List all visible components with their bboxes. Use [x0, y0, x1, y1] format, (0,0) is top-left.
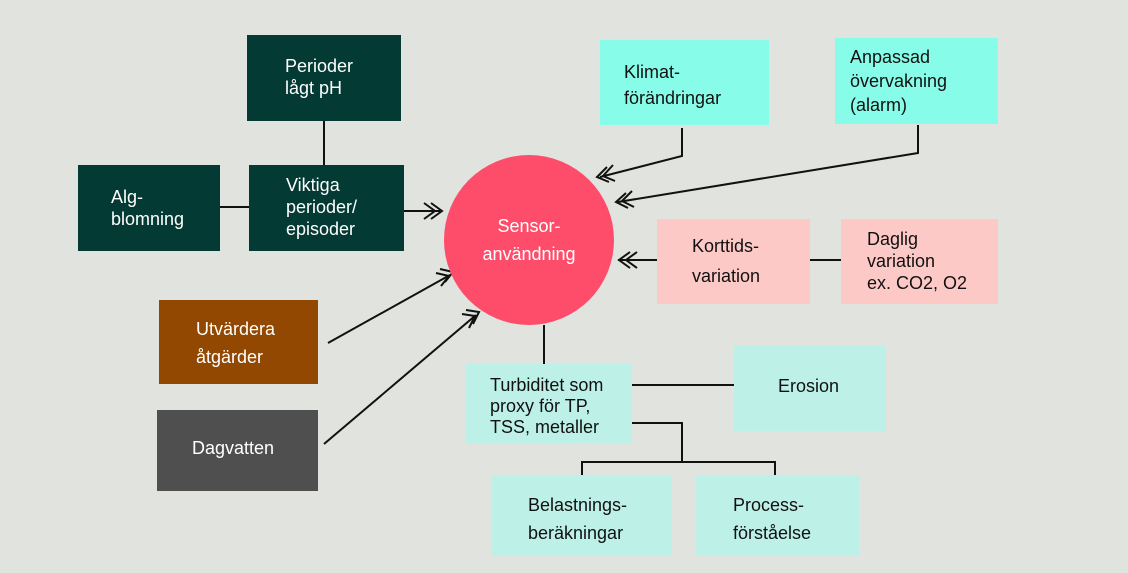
node-korttids: Korttids- variation: [657, 219, 810, 304]
node-klimat-label: Klimat- förändringar: [624, 62, 722, 108]
connector-dagvatten-to-center: [323, 314, 477, 445]
node-turbiditet: Turbiditet som proxy för TP, TSS, metall…: [466, 364, 632, 444]
arrowhead-viktiga: [423, 202, 437, 220]
node-utvardera: Utvärdera åtgärder: [159, 300, 318, 384]
arrowhead-viktiga-2: [430, 202, 444, 220]
arrowhead-dagvatten: [461, 313, 477, 329]
arrowhead-korttids: [617, 251, 631, 269]
node-dagvatten-label: Dagvatten: [192, 438, 275, 458]
arrowhead-klimat: [595, 166, 610, 183]
center-label: Sensor- användning: [482, 216, 576, 264]
node-viktiga-perioder: Viktiga perioder/ episoder: [249, 165, 404, 251]
node-daglig: Daglig variation ex. CO2, O2: [841, 219, 998, 304]
node-belastning-label: Belastnings- beräkningar: [528, 495, 628, 543]
connector-anpassad-to-center: [617, 125, 919, 203]
node-erosion: Erosion: [734, 346, 886, 431]
arrowhead-korttids-2: [624, 251, 638, 269]
node-process-label: Process- förståelse: [733, 495, 812, 543]
node-utvardera-label: Utvärdera åtgärder: [196, 319, 276, 367]
node-process: Process- förståelse: [696, 475, 859, 556]
node-algblomning: Alg- blomning: [78, 165, 220, 251]
arrowhead-anpassad: [614, 192, 629, 209]
node-belastning: Belastnings- beräkningar: [492, 475, 672, 556]
connector-utvardera-to-center: [327, 274, 451, 344]
node-klimat: Klimat- förändringar: [600, 40, 769, 125]
node-erosion-label: Erosion: [778, 376, 840, 396]
node-turbiditet-label: Turbiditet som proxy för TP, TSS, metall…: [490, 375, 604, 437]
node-anpassad-label: Anpassad övervakning (alarm): [850, 47, 948, 115]
connector-turbiditet-to-children: [632, 422, 683, 462]
node-viktiga-perioder-label: Viktiga perioder/ episoder: [286, 175, 358, 239]
connector-klimat-to-center: [599, 128, 683, 178]
connector-children-bar: [581, 461, 776, 475]
arrowhead-anpassad-2: [620, 190, 635, 208]
node-korttids-label: Korttids- variation: [692, 236, 761, 286]
node-dagvatten: Dagvatten: [157, 410, 318, 491]
node-perioder-lagt-ph-label: Perioder lågt pH: [285, 56, 354, 98]
node-anpassad: Anpassad övervakning (alarm): [835, 38, 998, 124]
arrowhead-dagvatten-2: [465, 309, 481, 325]
node-algblomning-label: Alg- blomning: [111, 187, 185, 229]
node-perioder-lagt-ph: Perioder lågt pH: [247, 35, 401, 121]
center-sensoranvandning: Sensor- användning: [444, 155, 614, 325]
arrowhead-klimat-2: [601, 164, 616, 182]
node-daglig-label: Daglig variation ex. CO2, O2: [867, 229, 968, 293]
